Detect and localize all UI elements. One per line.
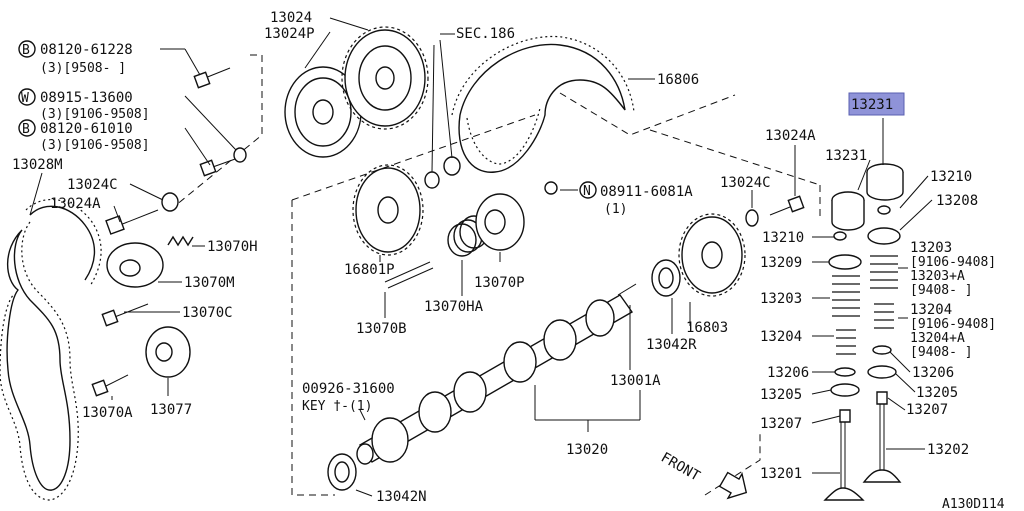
label-b-08120-61010-sub: (3)[9106-9508] xyxy=(40,138,150,153)
label-13203-sub1: [9106-9408] xyxy=(910,255,996,270)
seals xyxy=(327,259,681,491)
cam-sprocket-13024 xyxy=(284,26,429,158)
label-13203-right: 13203 xyxy=(910,240,952,256)
label-13042N: 13042N xyxy=(376,489,427,505)
marker-w: W xyxy=(21,91,29,106)
label-13024C-left: 13024C xyxy=(67,177,118,193)
front-arrow xyxy=(718,471,748,500)
label-13028M: 13028M xyxy=(12,157,63,173)
marker-b-circle-1 xyxy=(18,40,36,58)
label-13070HA: 13070HA xyxy=(424,299,484,315)
label-w-08915-13600-sub: (3)[9106-9508] xyxy=(40,107,150,122)
label-13070C: 13070C xyxy=(182,305,233,321)
marker-w-circle xyxy=(18,88,36,106)
label-sec186: SEC.186 xyxy=(456,26,515,42)
valve-stack-left xyxy=(823,191,865,501)
valve-stack-right xyxy=(862,163,904,483)
marker-b-1: B xyxy=(22,43,30,58)
label-13206-right: 13206 xyxy=(912,365,954,381)
label-b-08120-61228: 08120-61228 xyxy=(40,42,133,58)
label-13204-sub3: [9408- ] xyxy=(910,345,973,360)
label-13020: 13020 xyxy=(566,442,608,458)
timing-belt-16806 xyxy=(451,35,635,173)
label-n-08911-6081A-sub: (1) xyxy=(604,202,627,217)
marker-n-circle xyxy=(579,181,597,199)
label-13205-left: 13205 xyxy=(760,387,802,403)
label-13206-left: 13206 xyxy=(767,365,809,381)
label-13207-right: 13207 xyxy=(906,402,948,418)
marker-n: N xyxy=(583,184,591,199)
dashed-outlines xyxy=(169,54,821,496)
label-13024C-right: 13024C xyxy=(720,175,771,191)
nut-08911 xyxy=(544,181,558,195)
label-13231: 13231 xyxy=(825,148,867,164)
sprocket-16801P xyxy=(352,164,424,256)
tensioner-parts xyxy=(384,193,525,289)
marker-b-circle-2 xyxy=(18,119,36,137)
label-13202: 13202 xyxy=(927,442,969,458)
label-n-08911-6081A: 08911-6081A xyxy=(600,184,693,200)
label-13070B: 13070B xyxy=(356,321,407,337)
label-13210-left: 13210 xyxy=(762,230,804,246)
label-13070A: 13070A xyxy=(82,405,133,421)
leader-lines xyxy=(29,17,933,497)
label-13203-sub3: [9408- ] xyxy=(910,283,973,298)
timing-belt-13028M xyxy=(0,198,102,501)
label-13201: 13201 xyxy=(760,466,802,482)
label-13070M: 13070M xyxy=(184,275,235,291)
marker-b-2: B xyxy=(22,122,30,137)
label-16803: 16803 xyxy=(686,320,728,336)
label-13024A-left: 13024A xyxy=(50,196,101,212)
label-13204-left: 13204 xyxy=(760,329,802,345)
label-13231-highlighted[interactable]: 13231 xyxy=(851,97,893,113)
label-13024P: 13024P xyxy=(264,26,315,42)
camshaft-13020 xyxy=(356,283,637,465)
bolts-top-left xyxy=(193,67,247,177)
label-13204-sub1: [9106-9408] xyxy=(910,317,996,332)
label-16806: 16806 xyxy=(657,72,699,88)
label-13203-sub2: 13203+A xyxy=(910,269,965,284)
label-13070H: 13070H xyxy=(207,239,258,255)
label-13070P: 13070P xyxy=(474,275,525,291)
label-13024: 13024 xyxy=(270,10,312,26)
label-13024A-right: 13024A xyxy=(765,128,816,144)
label-reference: A130D114 xyxy=(942,497,1005,511)
sprocket-16803 xyxy=(678,195,805,297)
label-13208: 13208 xyxy=(936,193,978,209)
label-13203-left: 13203 xyxy=(760,291,802,307)
label-key-sub: KEY †-(1) xyxy=(302,399,372,414)
label-13205-right: 13205 xyxy=(916,385,958,401)
label-13210-top: 13210 xyxy=(930,169,972,185)
label-13204-sub2: 13204+A xyxy=(910,331,965,346)
nuts-sec186 xyxy=(424,39,461,189)
label-13207-left: 13207 xyxy=(760,416,802,432)
label-13077: 13077 xyxy=(150,402,192,418)
circled-markers: B W B N xyxy=(18,40,597,199)
highlight-box-13231[interactable] xyxy=(848,92,905,116)
label-13001A: 13001A xyxy=(610,373,661,389)
part-labels: 13024 13024P SEC.186 16806 08120-61228 (… xyxy=(12,10,1005,511)
label-key-00926-31600: 00926-31600 xyxy=(302,381,395,397)
label-13209: 13209 xyxy=(760,255,802,271)
left-tensioner xyxy=(91,192,194,397)
label-w-08915-13600: 08915-13600 xyxy=(40,90,133,106)
label-13204-right: 13204 xyxy=(910,302,952,318)
label-13042R: 13042R xyxy=(646,337,697,353)
label-16801P: 16801P xyxy=(344,262,395,278)
label-front: FRONT xyxy=(658,450,703,485)
label-b-08120-61010: 08120-61010 xyxy=(40,121,133,137)
label-b-08120-61228-sub: (3)[9508- ] xyxy=(40,61,126,76)
